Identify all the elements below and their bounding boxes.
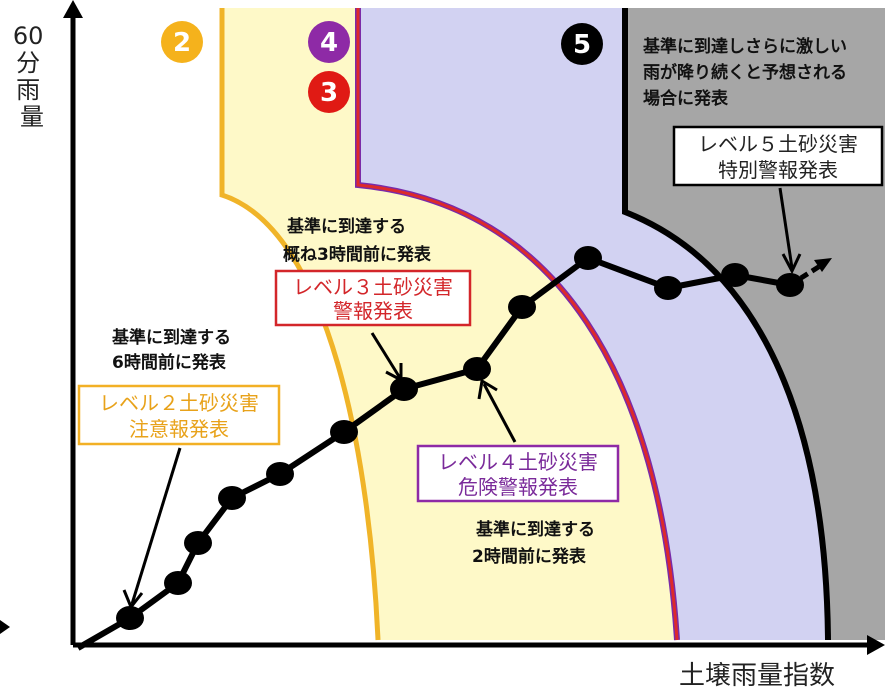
svg-text:3: 3 — [320, 78, 338, 108]
svg-text:危険警報発表: 危険警報発表 — [458, 475, 578, 499]
axes — [0, 0, 885, 655]
level5-note-line: 場合に発表 — [643, 88, 729, 109]
trend-point — [164, 571, 192, 595]
level5-warning-box: レベル５土砂災害 特別警報発表 — [672, 125, 884, 187]
level5-note-line: 基準に到達しさらに激しい — [642, 36, 847, 57]
trend-point — [463, 357, 491, 381]
svg-text:警報発表: 警報発表 — [333, 299, 413, 323]
level5-boundary-line — [622, 8, 831, 641]
level2-warning-box: レベル２土砂災害 注意報発表 — [77, 384, 281, 446]
badge-level5: 5 — [561, 23, 603, 65]
level4-note-line: 基準に到達する — [475, 519, 595, 540]
y-axis-label-line: 分 — [16, 49, 40, 77]
badge-level2: 2 — [161, 21, 203, 63]
svg-text:レベル４土砂災害: レベル４土砂災害 — [438, 450, 598, 474]
level2-note: 基準に到達する 6時間前に発表 — [111, 327, 231, 373]
level3-warning-box: レベル３土砂災害 警報発表 — [274, 269, 472, 327]
y-axis-label-line: 雨 — [16, 76, 40, 104]
level2-note-line: 6時間前に発表 — [112, 352, 227, 373]
svg-text:レベル２土砂災害: レベル２土砂災害 — [99, 391, 259, 415]
trend-point — [574, 246, 602, 270]
trend-point — [330, 420, 358, 444]
level5-note: 基準に到達しさらに激しい 雨が降り続くと予想される 場合に発表 — [642, 36, 847, 109]
level2-note-line: 基準に到達する — [111, 327, 231, 348]
trend-continuation-arrowhead — [814, 258, 832, 272]
trend-point — [266, 462, 294, 486]
level2-boundary-line — [219, 8, 381, 641]
trend-point — [721, 263, 749, 287]
level5-note-line: 雨が降り続くと予想される — [643, 62, 847, 83]
trend-point — [390, 377, 418, 401]
y-axis-label: 60 分 雨 量 — [13, 22, 51, 131]
svg-text:2: 2 — [173, 28, 191, 58]
callout-arrows — [122, 187, 802, 610]
trend-point — [116, 606, 144, 630]
level4-note-line: 2時間前に発表 — [472, 546, 587, 567]
trend-point — [218, 486, 246, 510]
level4-warning-box: レベル４土砂災害 危険警報発表 — [416, 444, 620, 503]
x-axis-label: 土壌雨量指数 — [679, 661, 835, 691]
level3-note-line: 基準に到達する — [286, 216, 406, 237]
svg-text:5: 5 — [573, 30, 591, 60]
svg-text:注意報発表: 注意報発表 — [129, 417, 229, 441]
level3-note-line: 概ね3時間前に発表 — [283, 244, 432, 265]
level4-note: 基準に到達する 2時間前に発表 — [472, 519, 595, 567]
svg-text:レベル５土砂災害: レベル５土砂災害 — [698, 132, 858, 156]
trend-point — [776, 273, 804, 297]
svg-text:特別警報発表: 特別警報発表 — [718, 158, 838, 182]
badge-level4: 4 — [308, 21, 350, 63]
badge-level3: 3 — [308, 71, 350, 113]
svg-text:4: 4 — [320, 28, 338, 58]
y-axis-label-line: 60 — [13, 22, 44, 50]
level3-boundary-line — [356, 8, 679, 641]
zone-level4-5 — [358, 8, 828, 640]
trend-point — [184, 531, 212, 555]
trend-points — [116, 246, 804, 630]
svg-text:レベル３土砂災害: レベル３土砂災害 — [293, 275, 453, 299]
level3-note: 基準に到達する 概ね3時間前に発表 — [283, 216, 432, 265]
trend-point — [508, 295, 536, 319]
y-axis-label-line: 量 — [20, 103, 44, 131]
trend-point — [654, 276, 682, 300]
